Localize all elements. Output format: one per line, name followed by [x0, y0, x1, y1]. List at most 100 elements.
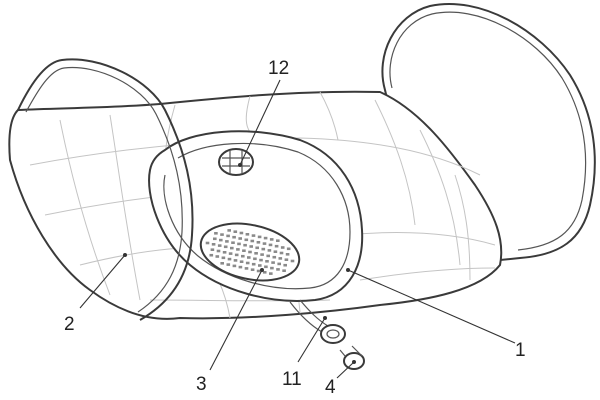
- drain-hole: [236, 248, 240, 251]
- seat-recess: [148, 130, 364, 302]
- drain-tube: [289, 299, 346, 344]
- drain-hole: [270, 266, 274, 270]
- drain-hole: [226, 263, 231, 266]
- drain-hole: [215, 255, 220, 258]
- drain-hole: [239, 260, 244, 263]
- drain-hole: [220, 233, 224, 236]
- drain-hole: [283, 263, 287, 267]
- drain-hole: [228, 252, 233, 255]
- label-3: 3: [196, 374, 207, 395]
- drain-hole: [245, 261, 250, 265]
- top-vent: [218, 148, 254, 176]
- perforated-drain: [199, 222, 301, 282]
- drain-hole: [238, 237, 242, 240]
- drain-holes: [205, 229, 295, 275]
- drain-hole: [290, 259, 295, 263]
- drain-hole: [241, 254, 245, 258]
- drain-hole: [223, 245, 228, 249]
- leader-12: [239, 79, 281, 166]
- leader-1: [347, 269, 516, 344]
- drain-hole: [221, 256, 226, 260]
- drain-hole: [242, 249, 246, 252]
- drain-hole: [280, 246, 285, 249]
- drain-hole: [249, 245, 253, 248]
- drain-hole: [284, 258, 289, 261]
- drain-hole: [213, 237, 217, 241]
- drain-hole: [230, 246, 234, 250]
- drain-hole: [256, 269, 261, 273]
- drain-hole: [232, 264, 237, 268]
- leader-4: [336, 361, 355, 379]
- drain-hole: [238, 265, 243, 269]
- drain-hole: [214, 232, 218, 235]
- drain-hole: [256, 241, 261, 244]
- drain-hole: [262, 242, 267, 245]
- label-1: 1: [515, 340, 526, 361]
- leader-2: [79, 254, 126, 309]
- drain-hole: [205, 241, 210, 245]
- leader-3: [209, 269, 263, 371]
- drain-hole: [220, 262, 224, 265]
- drain-hole: [251, 262, 256, 266]
- label-4: 4: [325, 377, 336, 398]
- drain-hole: [258, 264, 262, 267]
- drain-hole: [257, 235, 262, 239]
- drain-hole: [279, 251, 284, 255]
- quilting-pattern: [29, 91, 496, 319]
- drain-hole: [262, 271, 267, 274]
- drain-hole: [286, 247, 291, 251]
- drain-hole: [227, 257, 232, 261]
- drain-hole: [222, 251, 227, 254]
- drain-hole: [274, 244, 279, 248]
- drain-hole: [244, 267, 249, 270]
- drain-hole: [243, 243, 247, 247]
- anchor-dots: [123, 163, 356, 364]
- drain-hole: [225, 240, 229, 243]
- drain-hole: [226, 234, 230, 238]
- cushion-body: [8, 90, 503, 370]
- drain-hole: [209, 253, 214, 257]
- drain-hole: [253, 257, 257, 261]
- drain-hole: [273, 250, 278, 253]
- drain-hole: [248, 250, 252, 254]
- drain-hole: [271, 261, 275, 264]
- drain-hole: [232, 235, 236, 239]
- leader-11: [297, 317, 326, 363]
- drain-hole: [278, 257, 283, 260]
- drain-hole: [269, 272, 273, 275]
- left-strap: [17, 58, 194, 321]
- drain-hole: [277, 262, 281, 266]
- label-11: 11: [282, 369, 302, 390]
- drain-hole: [244, 238, 249, 242]
- drain-hole: [269, 238, 274, 241]
- drain-hole: [211, 243, 216, 246]
- drain-hole: [282, 269, 286, 272]
- drain-hole: [251, 234, 256, 237]
- drain-hole: [266, 254, 270, 258]
- drain-hole: [260, 253, 264, 256]
- drain-hole: [259, 258, 263, 262]
- drain-hole: [285, 253, 290, 256]
- label-12: 12: [268, 58, 289, 79]
- drain-hole: [237, 242, 241, 246]
- label-2: 2: [64, 314, 75, 335]
- drain-hole: [250, 239, 255, 243]
- drain-hole: [233, 259, 238, 262]
- cap: [339, 345, 365, 370]
- drain-hole: [219, 238, 223, 242]
- leader-lines: [79, 79, 516, 379]
- drain-hole: [210, 248, 215, 251]
- drain-hole: [250, 268, 255, 271]
- drain-hole: [272, 255, 277, 259]
- drain-hole: [264, 265, 268, 269]
- drain-hole: [231, 241, 235, 244]
- drain-hole: [245, 233, 250, 236]
- drain-hole: [276, 239, 280, 242]
- drain-hole: [217, 244, 222, 247]
- drain-hole: [267, 249, 272, 252]
- drain-hole: [276, 268, 280, 271]
- drain-hole: [247, 256, 251, 259]
- drain-hole: [234, 253, 239, 257]
